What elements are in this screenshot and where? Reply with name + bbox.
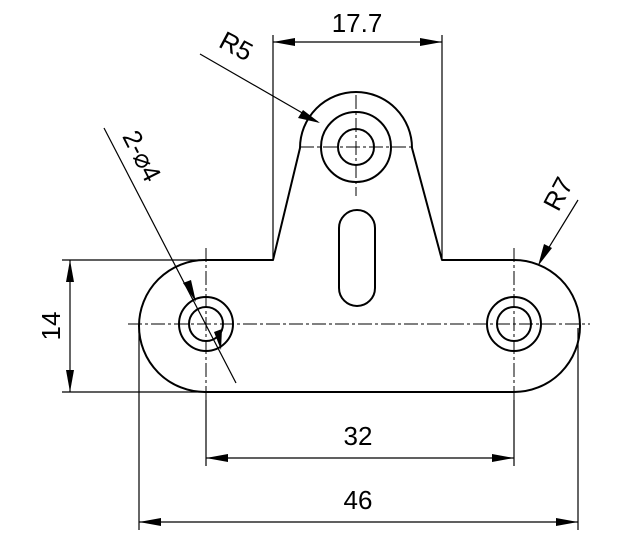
dimension-hole-spacing: 32 [205, 400, 515, 466]
dimension-label-height: 14 [36, 312, 66, 341]
dimension-label-holes: 2-⌀4 [117, 125, 168, 186]
dimension-radius-end: R7 [537, 172, 579, 266]
dimension-overall-width: 46 [138, 328, 579, 530]
center-slot [338, 209, 376, 307]
dimension-label-overall-width: 46 [344, 485, 373, 515]
dimension-label-slot-width: 17.7 [332, 8, 383, 38]
dimension-height: 14 [36, 259, 205, 393]
dimension-radius-boss: R5 [199, 25, 320, 123]
dimension-label-radius-boss: R5 [215, 25, 258, 67]
dimension-label-hole-spacing: 32 [344, 421, 373, 451]
dimension-slot-width: 17.7 [272, 8, 443, 258]
dimension-holes: 2-⌀4 [103, 125, 237, 384]
center-lines [128, 95, 590, 400]
